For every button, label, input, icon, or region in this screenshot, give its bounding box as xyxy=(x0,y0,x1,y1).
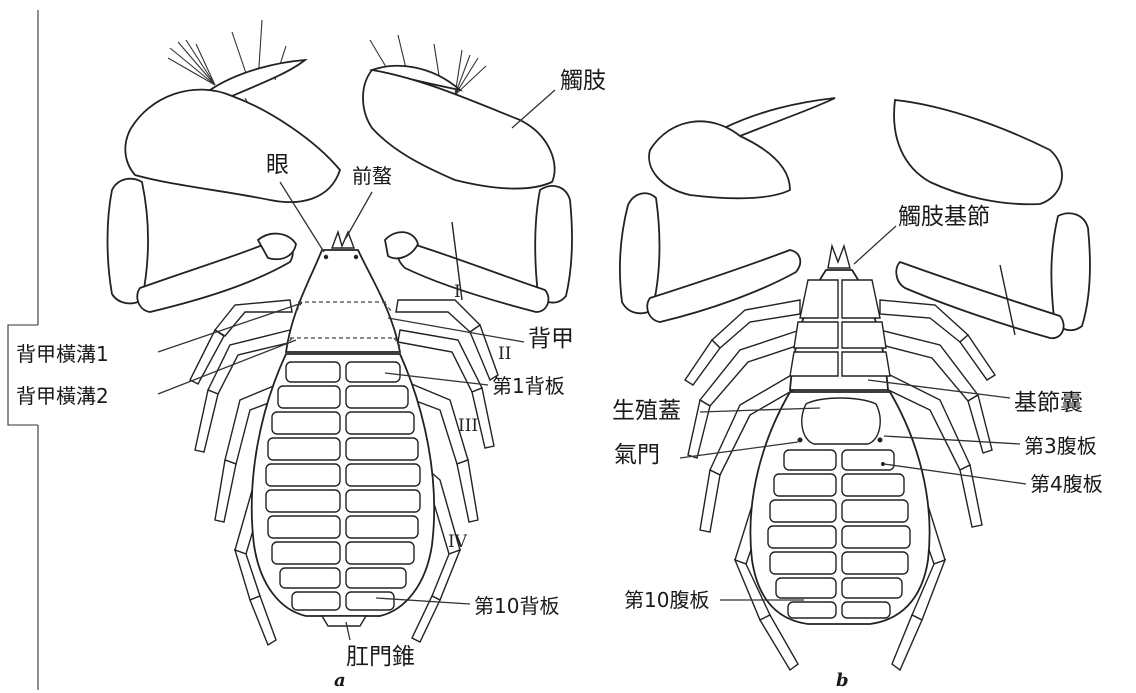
movable-finger-left xyxy=(210,60,305,96)
specimen-ventral xyxy=(620,98,1090,670)
label-tergite-10: 第10背板 xyxy=(474,596,559,616)
label-sternite-10: 第10腹板 xyxy=(624,590,709,610)
spiracle-right xyxy=(878,438,883,443)
label-pedipalp: 觸肢 xyxy=(560,70,606,93)
patella-b-left xyxy=(620,193,659,313)
label-anal-cone: 肛門錐 xyxy=(346,646,415,669)
anal-cone xyxy=(322,616,366,626)
label-sternite-3: 第3腹板 xyxy=(1024,436,1097,456)
patella-left xyxy=(108,179,149,304)
label-carapace: 背甲 xyxy=(528,328,574,351)
patella-b-right xyxy=(1051,213,1090,330)
spiracle-left xyxy=(798,438,803,443)
chela-b-left xyxy=(649,121,790,198)
label-carapace-groove-1: 背甲橫溝1 xyxy=(16,344,109,364)
specimen-dorsal xyxy=(108,20,573,645)
chela-left xyxy=(125,90,340,202)
leg-numeral-1: I xyxy=(454,284,461,301)
label-spiracle: 氣門 xyxy=(614,444,660,467)
chela-b-right xyxy=(894,100,1062,204)
leg-numeral-4: IV xyxy=(448,534,467,551)
panel-label-a: a xyxy=(334,672,346,690)
label-genital-operculum: 生殖蓋 xyxy=(612,400,681,423)
label-sternite-4: 第4腹板 xyxy=(1030,474,1103,494)
leg-numeral-2: II xyxy=(498,346,511,363)
eye-right xyxy=(354,255,358,259)
eye-left xyxy=(324,255,328,259)
leg-numeral-3: III xyxy=(458,418,478,435)
chelicerae xyxy=(332,232,354,248)
panel-label-b: b xyxy=(836,672,849,690)
genital-operculum xyxy=(802,398,880,444)
label-coxal-sac: 基節囊 xyxy=(1014,392,1083,415)
chelicerae-b xyxy=(828,246,850,268)
carapace xyxy=(286,250,400,352)
label-tergite-1: 第1背板 xyxy=(492,376,565,396)
patella-right xyxy=(535,186,572,303)
label-pedipalp-coxa: 觸肢基節 xyxy=(898,206,990,229)
label-chelicera: 前螯 xyxy=(352,166,392,186)
femur-b-right xyxy=(896,262,1063,338)
movable-finger-b-left xyxy=(720,98,835,136)
label-bracket xyxy=(8,325,38,425)
label-eye: 眼 xyxy=(266,154,289,177)
label-carapace-groove-2: 背甲橫溝2 xyxy=(16,386,109,406)
